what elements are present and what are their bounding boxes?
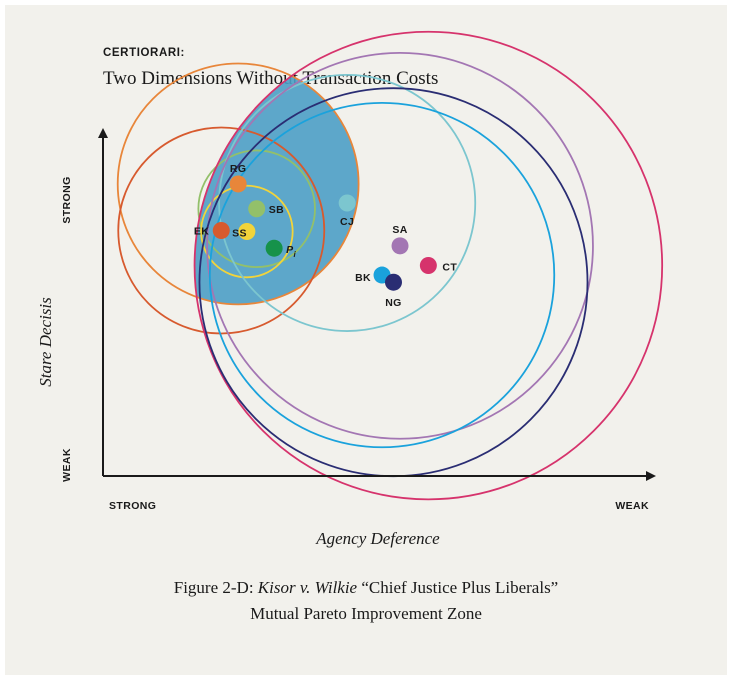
x-tick-high: WEAK [615,500,649,512]
indifference-circle-cj [218,74,477,332]
caption-line-2: Mutual Pareto Improvement Zone [250,604,482,623]
caption-prefix: Figure 2-D: [173,578,258,597]
point-cj [338,194,356,212]
figure-panel [5,5,727,675]
point-ss [238,223,256,241]
justice-points: RG SB EK SS CJ SA CT BK NG Pi [194,163,457,309]
point-label-rg: RG [230,163,247,175]
indifference-circle-ct [193,30,664,501]
y-tick-high: STRONG [61,176,73,223]
caption-quote: “Chief Justice Plus Liberals” [357,578,559,597]
point-label-sb: SB [269,204,284,216]
indifference-circle-sb [197,149,316,268]
y-axis-arrow-icon [98,128,108,138]
point-label-ct: CT [442,262,457,274]
point-label-sa: SA [392,224,407,236]
x-tick-low: STRONG [109,500,156,512]
point-label-ek: EK [194,226,209,238]
indifference-circle-sa [206,51,594,440]
point-sb [248,200,266,218]
figure-title: Two Dimensions Without Transaction Costs [103,68,439,89]
point-sa [391,237,409,255]
caption-line-1: Figure 2-D: Kisor v. Wilkie “Chief Justi… [0,575,732,601]
indifference-circles [116,30,664,501]
pareto-improvement-zone [194,63,359,305]
status-quo-point [265,239,283,257]
indifference-circle-rg [116,62,360,306]
point-label-ng: NG [385,297,402,309]
point-ct [419,257,437,275]
caption-case-name: Kisor v. Wilkie [257,578,358,597]
point-ng [384,273,402,291]
figure-caption: Figure 2-D: Kisor v. Wilkie “Chief Justi… [0,575,732,627]
indifference-circle-bk [208,101,556,449]
x-axis-title: Agency Deference [315,529,440,548]
y-axis-title: Stare Decisis [36,297,55,387]
figure-kicker: CERTIORARI: [103,47,185,59]
point-rg [229,175,247,193]
status-quo-subscript: i [294,250,297,259]
point-label-cj: CJ [340,216,354,228]
status-quo-label: Pi [286,244,296,259]
axes [98,128,656,481]
indifference-circle-ss [200,184,294,279]
point-ek [212,222,230,240]
pareto-zone-clip [194,63,359,305]
x-axis-arrow-icon [646,471,656,481]
point-label-bk: BK [355,272,371,284]
point-label-ss: SS [232,228,247,240]
y-tick-low: WEAK [61,448,73,482]
pareto-zone-layer [194,63,359,305]
indifference-circle-ek [117,126,326,335]
